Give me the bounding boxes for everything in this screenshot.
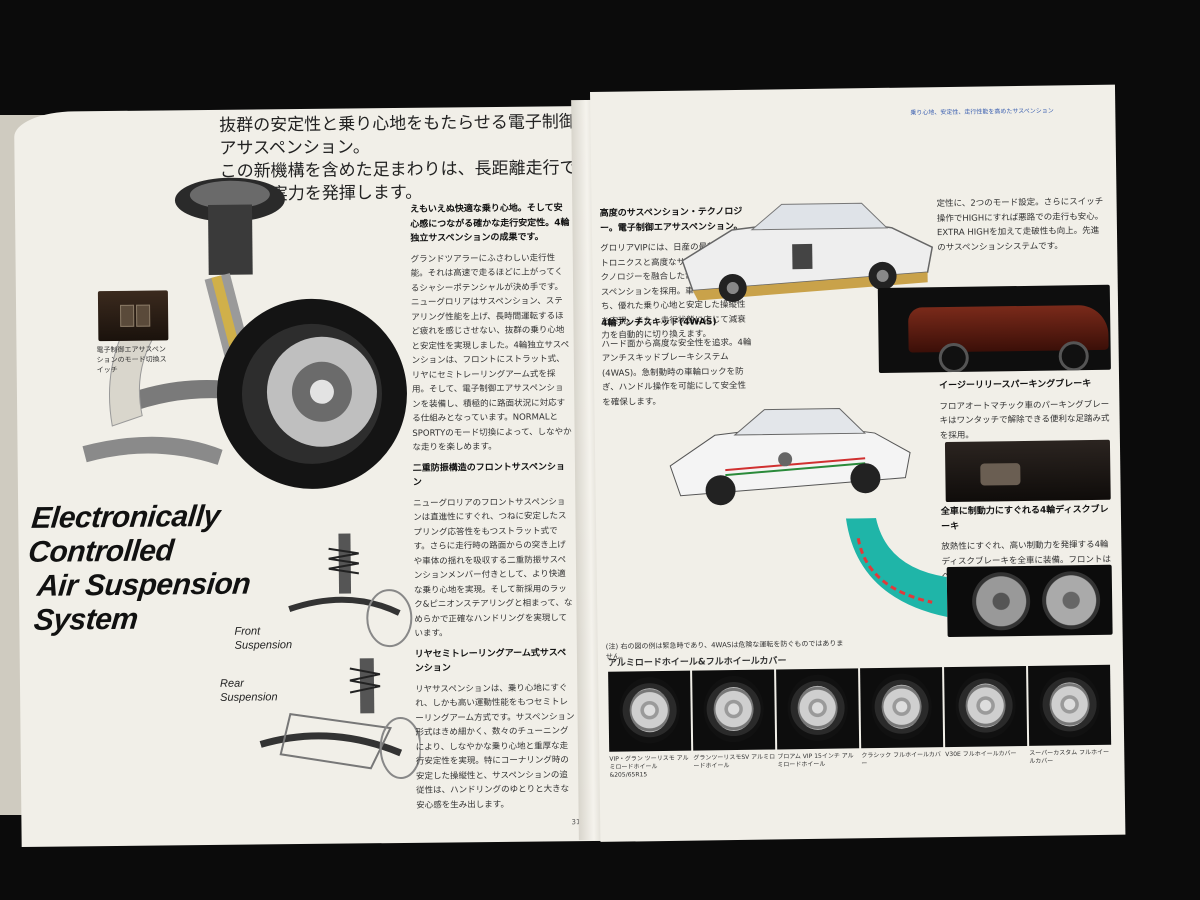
wheel-photo	[860, 667, 944, 749]
right-section-1b-body: 定性に、2つのモード設定。さらにスイッチ操作でHIGHにすれば悪路での走行も安心…	[936, 196, 1104, 253]
wheel-caption: VIP・グラン ツーリスモ アルミロードホイール&205/65R15	[609, 754, 689, 779]
car-cutaway-illustration	[681, 202, 934, 303]
left-page: 抜群の安定性と乗り心地をもたらせる電子制御エアサスペンション。 この新機構を含め…	[14, 105, 618, 847]
wheel-strip: VIP・グラン ツーリスモ アルミロードホイール&205/65R15 グランツー…	[608, 664, 1114, 779]
left-section-2-body: ニューグロリアのフロントサスペンションは直進性にすぐれ、つねに安定したスプリング…	[413, 496, 573, 639]
wheel-photo	[692, 669, 776, 751]
rear-suspension-label: Rear Suspension	[219, 677, 278, 704]
left-section-3-body: リヤサスペンションは、乗り心地にすぐれ、しかも高い運動性能をもつセミトレーリング…	[415, 682, 575, 811]
wheel-caption: ブロアム VIP 15インチ アルミロードホイール	[777, 752, 854, 769]
wheel-caption: V30E フルホイールカバー	[945, 750, 1017, 759]
wheel-photo	[1028, 664, 1112, 746]
left-section-3-title: リヤセミトレーリングアーム式サスペンション	[414, 647, 567, 674]
red-car-photo	[877, 284, 1111, 373]
left-section-2-title: 二重防振構造のフロントサスペンション	[412, 461, 566, 488]
right-section-4-title: 全車に制動力にすぐれる4輪ディスクブレーキ	[940, 504, 1109, 532]
left-section-1-body: グランドツアラーにふさわしい走行性能。それは高速で走るほどに上がってくるシャシー…	[410, 252, 572, 453]
front-suspension-diagram	[288, 533, 413, 648]
parking-brake-photo	[944, 439, 1111, 503]
right-page: 乗り心地、安定性、走行性能を高めたサスペンション 高度のサスペンション・テクノロ…	[590, 84, 1126, 842]
front-suspension-illustration	[82, 177, 407, 489]
front-suspension-label: Front Suspension	[234, 625, 293, 652]
top-note: 乗り心地、安定性、走行性能を高めたサスペンション	[910, 107, 1054, 117]
rear-suspension-diagram	[259, 658, 422, 779]
right-text-column-4: イージーリリースパーキングブレーキ フロアオートマチック車のパーキングブレーキは…	[939, 377, 1110, 449]
mode-switch-photo	[97, 290, 169, 342]
right-section-2-title: 4輪アンチスキッド(4WAS)	[601, 317, 717, 329]
left-section-1-title: えもいえぬ快適な乗り心地。そして安心感につながる確かな走行安定性。4輪独立サスペ…	[409, 203, 570, 244]
disc-brake-photo	[946, 564, 1113, 638]
wheel-photo	[944, 665, 1028, 748]
wheel-photo	[776, 668, 860, 750]
abs-car-illustration	[669, 408, 911, 506]
right-text-column-2: 定性に、2つのモード設定。さらにスイッチ操作でHIGHにすれば悪路での走行も安心…	[937, 195, 1108, 261]
right-section-3-title: イージーリリースパーキングブレーキ	[939, 379, 1092, 392]
left-text-column: えもいえぬ快適な乗り心地。そして安心感につながる確かな走行安定性。4輪独立サスペ…	[410, 201, 576, 819]
wheel-caption: グランツーリスモSV アルミロードホイール	[693, 753, 776, 770]
wheel-caption: スーパーカスタム フルホイールカバー	[1029, 748, 1110, 765]
switch-caption: 電子制御エアサスペンションのモード切換スイッチ	[96, 345, 167, 375]
wheel-caption: クラシック フルホイールカバー	[861, 751, 941, 768]
wheel-photo	[608, 670, 692, 752]
right-section-3-body: フロアオートマチック車のパーキングブレーキはワンタッチで解除できる便利な足踏み式…	[939, 399, 1110, 441]
headline-line-1: 抜群の安定性と乗り心地をもたらせる電子制御エアサスペンション。	[219, 111, 593, 159]
skid-diagram	[845, 518, 948, 618]
